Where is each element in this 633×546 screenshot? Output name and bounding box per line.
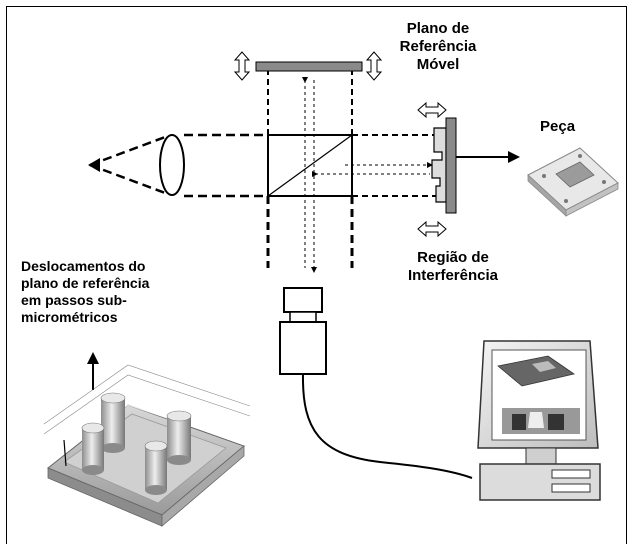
reference-plane-line-3: Móvel xyxy=(416,56,460,73)
part-label: Peça xyxy=(540,118,576,135)
light-source-cone xyxy=(89,134,169,196)
beam-splitter xyxy=(267,134,353,197)
camera-cable xyxy=(301,373,473,479)
interference-line-2: Interferência xyxy=(407,267,499,284)
mirror-motion-arrow-right-icon xyxy=(365,51,383,81)
reference-plane-line-2: Referência xyxy=(399,38,477,55)
interference-region-label: Região de Interferência xyxy=(378,249,528,285)
mirror-motion-arrow-left-icon xyxy=(233,51,251,81)
displacement-line-4: micrométricos xyxy=(21,309,118,325)
reference-plane-line-1: Plano de xyxy=(406,20,470,37)
reference-arm-beam xyxy=(267,71,353,135)
displacement-label: Deslocamentos do plano de referência em … xyxy=(21,258,149,326)
reference-plane-label: Plano de Referência Móvel xyxy=(383,20,493,74)
reference-mirror xyxy=(255,61,363,72)
camera xyxy=(279,287,327,375)
source-point-icon xyxy=(88,158,100,172)
sample-motion-arrow-top-icon xyxy=(417,101,447,119)
interference-line-1: Região de xyxy=(417,249,489,266)
surface-3d-plot xyxy=(43,364,251,527)
collimating-lens xyxy=(159,134,185,196)
reference-arm-rays xyxy=(302,77,317,273)
sample-surface xyxy=(431,117,457,214)
collimated-beam xyxy=(184,133,268,198)
measurement-arm-rays xyxy=(312,162,433,177)
figure-frame xyxy=(6,6,627,544)
computer xyxy=(477,340,601,501)
displacement-line-3: em passos sub- xyxy=(21,292,127,308)
sample-motion-arrow-bottom-icon xyxy=(417,220,447,238)
displacement-line-1: Deslocamentos do xyxy=(21,258,146,274)
measurement-arm-beam xyxy=(352,134,440,197)
displacement-line-2: plano de referência xyxy=(21,275,150,291)
part-illustration xyxy=(527,147,619,217)
output-beam xyxy=(266,196,354,268)
